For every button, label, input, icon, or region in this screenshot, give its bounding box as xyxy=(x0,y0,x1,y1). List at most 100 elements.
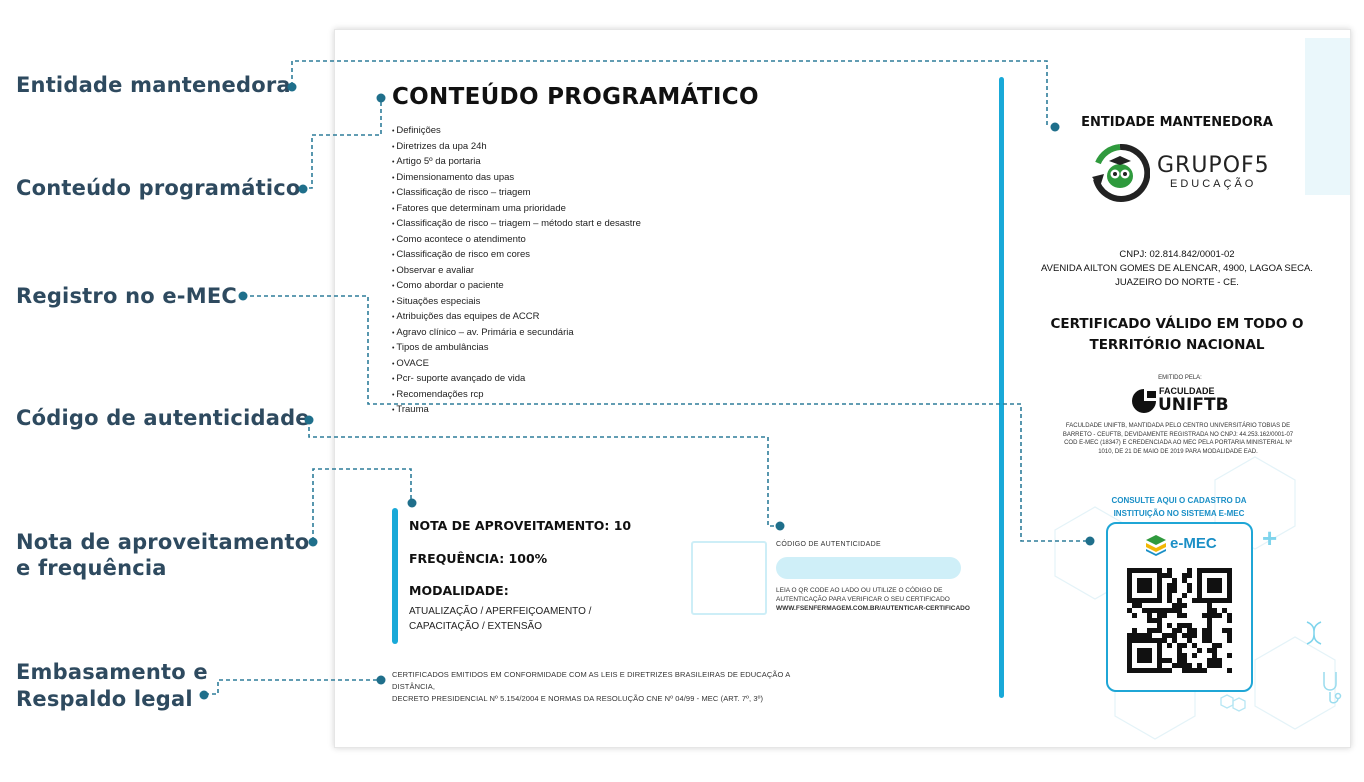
qr-module xyxy=(1207,638,1212,643)
qr-module xyxy=(1157,573,1162,578)
qr-module xyxy=(1132,628,1137,633)
legal-line2: DECRETO PRESIDENCIAL Nº 5.154/2004 E NOR… xyxy=(392,694,764,703)
qr-module xyxy=(1207,663,1212,668)
qr-module xyxy=(1172,663,1177,668)
list-item: Classificação de risco – triagem xyxy=(392,186,641,202)
qr-module xyxy=(1167,623,1172,628)
faculdade-small: FACULDADE xyxy=(1159,386,1215,396)
qr-module xyxy=(1142,668,1147,673)
qr-module xyxy=(1167,568,1172,573)
callout-conteudo-programatico: Conteúdo programático xyxy=(16,176,301,200)
qr-module xyxy=(1182,653,1187,658)
qr-module xyxy=(1157,643,1162,648)
qr-module xyxy=(1152,618,1157,623)
center-divider-bar xyxy=(999,77,1004,698)
qr-module xyxy=(1177,613,1182,618)
grupof5-name: GRUPOF5 xyxy=(1157,153,1270,178)
valid-line1: CERTIFICADO VÁLIDO EM TODO O xyxy=(1050,316,1304,332)
qr-module xyxy=(1202,628,1207,633)
qr-module xyxy=(1182,623,1187,628)
qr-module xyxy=(1172,633,1177,638)
callout-entidade-mantenedora: Entidade mantenedora xyxy=(16,73,291,97)
list-item: Classificação de risco em cores xyxy=(392,248,641,264)
qr-module xyxy=(1127,593,1132,598)
modalidade-label: MODALIDADE: xyxy=(409,583,509,598)
qr-module xyxy=(1212,583,1217,588)
nota-accent-bar xyxy=(392,508,398,644)
list-item: Classificação de risco – triagem – métod… xyxy=(392,217,640,233)
qr-module xyxy=(1157,658,1162,663)
qr-module xyxy=(1147,583,1152,588)
address-line1: AVENIDA AILTON GOMES DE ALENCAR, 4900, L… xyxy=(1041,263,1313,274)
qr-module xyxy=(1187,633,1192,638)
qr-module xyxy=(1172,608,1177,613)
qr-module xyxy=(1207,578,1212,583)
qr-module xyxy=(1142,588,1147,593)
qr-module xyxy=(1207,658,1212,663)
callout-nota-line2: e frequência xyxy=(16,556,167,580)
qr-module xyxy=(1132,668,1137,673)
emec-label: e-MEC xyxy=(1170,535,1217,552)
qr-module xyxy=(1187,623,1192,628)
qr-module xyxy=(1137,648,1142,653)
qr-module xyxy=(1127,588,1132,593)
qr-module xyxy=(1187,568,1192,573)
emec-qr-code[interactable] xyxy=(1127,568,1232,673)
modalidade-values: ATUALIZAÇÃO / APERFEIÇOAMENTO / CAPACITA… xyxy=(409,604,629,634)
qr-module xyxy=(1197,573,1202,578)
frequencia: FREQUÊNCIA: 100% xyxy=(409,551,548,566)
qr-module xyxy=(1157,578,1162,583)
auth-label: CÓDIGO DE AUTENTICIDADE xyxy=(776,541,881,548)
qr-module xyxy=(1197,568,1202,573)
qr-module xyxy=(1147,578,1152,583)
qr-module xyxy=(1207,603,1212,608)
list-item: Pcr- suporte avançado de vida xyxy=(392,372,641,388)
qr-module xyxy=(1127,598,1132,603)
qr-module xyxy=(1212,663,1217,668)
qr-module xyxy=(1167,573,1172,578)
qr-module xyxy=(1167,588,1172,593)
qr-module xyxy=(1182,573,1187,578)
qr-module xyxy=(1172,588,1177,593)
decorative-shape xyxy=(1305,38,1350,195)
qr-module xyxy=(1147,638,1152,643)
qr-module xyxy=(1227,588,1232,593)
qr-module xyxy=(1187,628,1192,633)
list-item: Diretrizes da upa 24h xyxy=(392,140,641,156)
qr-module xyxy=(1172,578,1177,583)
dna-icon xyxy=(1306,621,1322,645)
qr-module xyxy=(1207,583,1212,588)
qr-module xyxy=(1207,618,1212,623)
list-item: Trauma xyxy=(392,403,641,419)
qr-module xyxy=(1147,598,1152,603)
qr-module xyxy=(1157,623,1162,628)
auth-instr-line1: LEIA O QR CODE AO LADO OU UTILIZE O CÓDI… xyxy=(776,587,943,594)
qr-module xyxy=(1157,663,1162,668)
qr-module xyxy=(1197,663,1202,668)
qr-module xyxy=(1157,638,1162,643)
modalidade-line1: ATUALIZAÇÃO / APERFEIÇOAMENTO / xyxy=(409,606,592,617)
qr-module xyxy=(1172,603,1177,608)
qr-module xyxy=(1137,633,1142,638)
qr-module xyxy=(1152,608,1157,613)
qr-module xyxy=(1177,658,1182,663)
emitido-label: EMITIDO PELA: xyxy=(1158,375,1202,381)
qr-module xyxy=(1147,618,1152,623)
qr-module xyxy=(1172,628,1177,633)
faculdade-big: UNIFTB xyxy=(1158,395,1229,415)
mantenedora-heading: ENTIDADE MANTENEDORA xyxy=(1081,115,1273,130)
list-item: Definições xyxy=(392,124,641,140)
qr-module xyxy=(1207,598,1212,603)
qr-module xyxy=(1192,643,1197,648)
qr-module xyxy=(1207,568,1212,573)
auth-code-field xyxy=(776,557,961,579)
qr-module xyxy=(1222,628,1227,633)
emec-qr-box[interactable]: e-MEC xyxy=(1106,522,1253,692)
qr-module xyxy=(1167,668,1172,673)
qr-module xyxy=(1147,613,1152,618)
qr-module xyxy=(1147,648,1152,653)
qr-module xyxy=(1207,608,1212,613)
qr-module xyxy=(1182,593,1187,598)
qr-module xyxy=(1177,628,1182,633)
qr-module xyxy=(1227,668,1232,673)
